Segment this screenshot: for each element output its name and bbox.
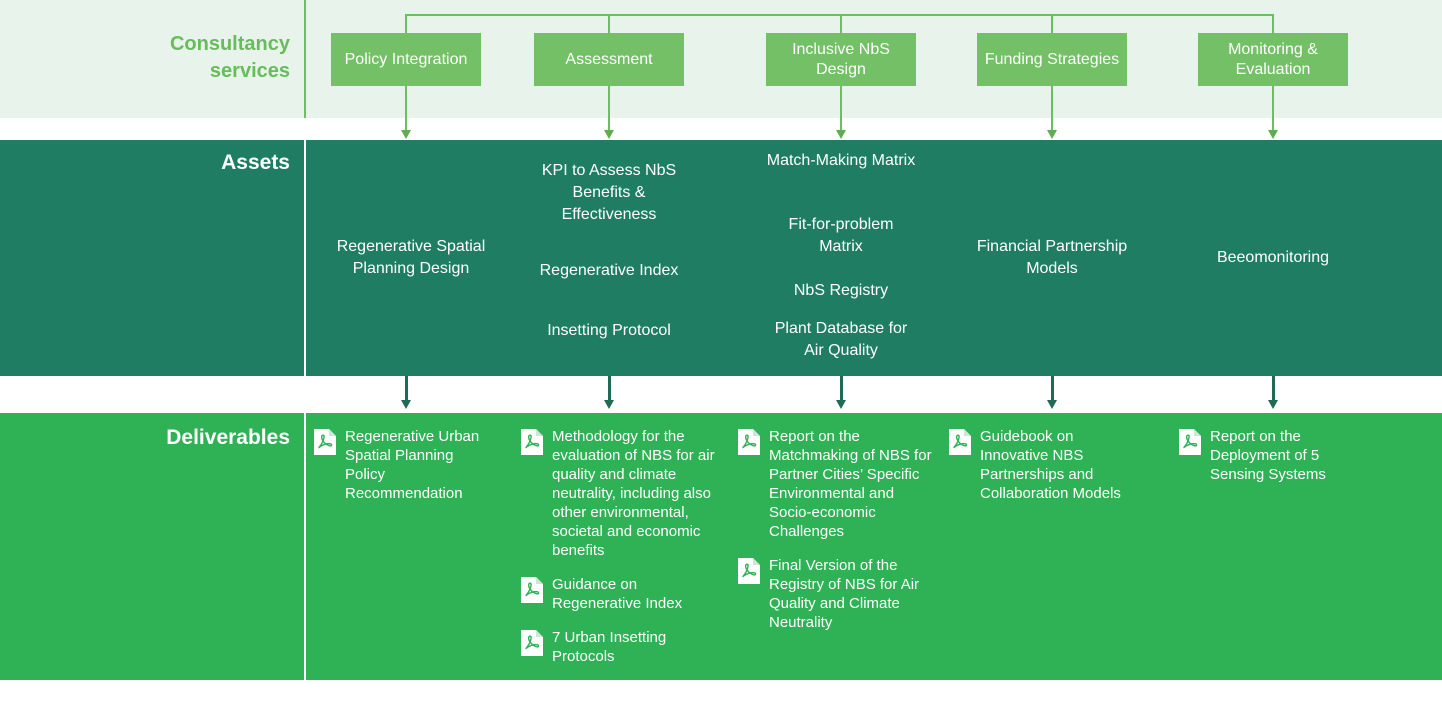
deliverable-item[interactable]: Regenerative Urban Spatial Planning Poli… bbox=[313, 427, 513, 503]
pdf-file-icon bbox=[521, 577, 543, 603]
arrow-head-icon bbox=[836, 130, 846, 139]
asset-item: Beeomonitoring bbox=[1216, 249, 1330, 266]
service-box-label: Funding Strategies bbox=[984, 50, 1120, 68]
arrow-head-icon bbox=[836, 400, 846, 409]
asset-item: Fit-for-problem Matrix bbox=[788, 216, 894, 255]
arrow-services-to-assets bbox=[608, 86, 610, 130]
arrow-head-icon bbox=[1047, 130, 1057, 139]
service-box-policy-integration: Policy Integration bbox=[331, 33, 481, 86]
deliverable-item[interactable]: Guidance on Regenerative Index bbox=[520, 575, 730, 613]
arrow-head-icon bbox=[401, 400, 411, 409]
asset-item: Regenerative Spatial Planning Design bbox=[336, 238, 486, 277]
deliverables-column-funding-strategies: Guidebook on Innovative NBS Partnerships… bbox=[948, 427, 1163, 503]
services-band-label: Consultancy services bbox=[169, 33, 290, 82]
deliverables-column-assessment: Methodology for the evaluation of NBS fo… bbox=[520, 427, 730, 666]
deliverable-item[interactable]: Methodology for the evaluation of NBS fo… bbox=[520, 427, 730, 560]
deliverable-label: Regenerative Urban Spatial Planning Poli… bbox=[345, 428, 480, 502]
assets-column-policy-integration: Regenerative Spatial Planning Design bbox=[316, 140, 506, 376]
assets-column-inclusive-nbs-design: Match-Making Matrix Fit-for-problem Matr… bbox=[766, 140, 916, 376]
deliverables-divider-line bbox=[304, 413, 306, 680]
deliverables-band-label: Deliverables bbox=[166, 426, 290, 449]
asset-item: Financial Partnership Models bbox=[976, 238, 1128, 277]
assets-divider-line bbox=[304, 140, 306, 376]
deliverable-item[interactable]: 7 Urban Insetting Protocols bbox=[520, 628, 730, 666]
pdf-file-icon bbox=[521, 630, 543, 656]
bracket-stub bbox=[608, 14, 610, 34]
deliverable-label: Methodology for the evaluation of NBS fo… bbox=[552, 428, 715, 559]
service-box-label: Policy Integration bbox=[344, 50, 468, 68]
service-box-assessment: Assessment bbox=[534, 33, 684, 86]
bracket-stub bbox=[405, 14, 407, 34]
asset-item: NbS Registry bbox=[793, 282, 889, 299]
arrow-head-icon bbox=[1047, 400, 1057, 409]
arrow-head-icon bbox=[1268, 400, 1278, 409]
pdf-file-icon bbox=[521, 429, 543, 455]
pdf-file-icon bbox=[1179, 429, 1201, 455]
arrow-assets-to-deliverables bbox=[405, 376, 408, 401]
pdf-file-icon bbox=[738, 429, 760, 455]
arrow-assets-to-deliverables bbox=[1272, 376, 1275, 401]
deliverable-label: Guidance on Regenerative Index bbox=[552, 576, 683, 612]
arrow-head-icon bbox=[1268, 130, 1278, 139]
deliverables-column-policy-integration: Regenerative Urban Spatial Planning Poli… bbox=[313, 427, 513, 503]
asset-item: KPI to Assess NbS Benefits & Effectivene… bbox=[541, 162, 677, 223]
deliverables-column-inclusive-nbs-design: Report on the Matchmaking of NBS for Par… bbox=[737, 427, 947, 632]
arrow-assets-to-deliverables bbox=[840, 376, 843, 401]
bracket-stub bbox=[1272, 14, 1274, 34]
arrow-services-to-assets bbox=[840, 86, 842, 130]
assets-band-label: Assets bbox=[221, 151, 290, 174]
service-box-monitoring-evaluation: Monitoring & Evaluation bbox=[1198, 33, 1348, 86]
service-box-label: Inclusive NbS Design bbox=[792, 40, 890, 78]
arrow-assets-to-deliverables bbox=[1051, 376, 1054, 401]
deliverables-band bbox=[0, 413, 1442, 680]
arrow-services-to-assets bbox=[405, 86, 407, 130]
arrow-services-to-assets bbox=[1272, 86, 1274, 130]
arrow-head-icon bbox=[604, 130, 614, 139]
asset-item: Plant Database for Air Quality bbox=[774, 320, 908, 359]
deliverables-column-monitoring-evaluation: Report on the Deployment of 5 Sensing Sy… bbox=[1178, 427, 1368, 484]
pdf-file-icon bbox=[738, 558, 760, 584]
arrow-services-to-assets bbox=[1051, 86, 1053, 130]
service-box-label: Monitoring & Evaluation bbox=[1228, 40, 1318, 78]
deliverable-label: Final Version of the Registry of NBS for… bbox=[769, 557, 920, 631]
deliverable-item[interactable]: Final Version of the Registry of NBS for… bbox=[737, 556, 947, 632]
assets-column-monitoring-evaluation: Beeomonitoring bbox=[1183, 140, 1363, 376]
arrow-assets-to-deliverables bbox=[608, 376, 611, 401]
service-box-funding-strategies: Funding Strategies bbox=[977, 33, 1127, 86]
deliverable-label: Report on the Deployment of 5 Sensing Sy… bbox=[1210, 428, 1326, 483]
deliverable-label: Report on the Matchmaking of NBS for Par… bbox=[769, 428, 932, 540]
bracket-line bbox=[406, 14, 1273, 16]
deliverable-item[interactable]: Guidebook on Innovative NBS Partnerships… bbox=[948, 427, 1163, 503]
arrow-head-icon bbox=[604, 400, 614, 409]
assets-column-assessment: KPI to Assess NbS Benefits & Effectivene… bbox=[523, 140, 695, 376]
pdf-file-icon bbox=[314, 429, 336, 455]
assets-band bbox=[0, 140, 1442, 376]
assets-column-funding-strategies: Financial Partnership Models bbox=[957, 140, 1147, 376]
deliverable-item[interactable]: Report on the Matchmaking of NBS for Par… bbox=[737, 427, 947, 541]
arrow-head-icon bbox=[401, 130, 411, 139]
bracket-stub bbox=[840, 14, 842, 34]
service-box-label: Assessment bbox=[565, 50, 653, 68]
asset-item: Insetting Protocol bbox=[547, 322, 671, 339]
pdf-file-icon bbox=[949, 429, 971, 455]
asset-item: Match-Making Matrix bbox=[766, 152, 916, 169]
asset-item: Regenerative Index bbox=[539, 262, 679, 279]
services-divider-line bbox=[304, 0, 306, 118]
service-box-inclusive-nbs-design: Inclusive NbS Design bbox=[766, 33, 916, 86]
deliverable-label: Guidebook on Innovative NBS Partnerships… bbox=[980, 428, 1121, 502]
deliverable-item[interactable]: Report on the Deployment of 5 Sensing Sy… bbox=[1178, 427, 1368, 484]
bracket-stub bbox=[1051, 14, 1053, 34]
deliverable-label: 7 Urban Insetting Protocols bbox=[552, 629, 667, 665]
